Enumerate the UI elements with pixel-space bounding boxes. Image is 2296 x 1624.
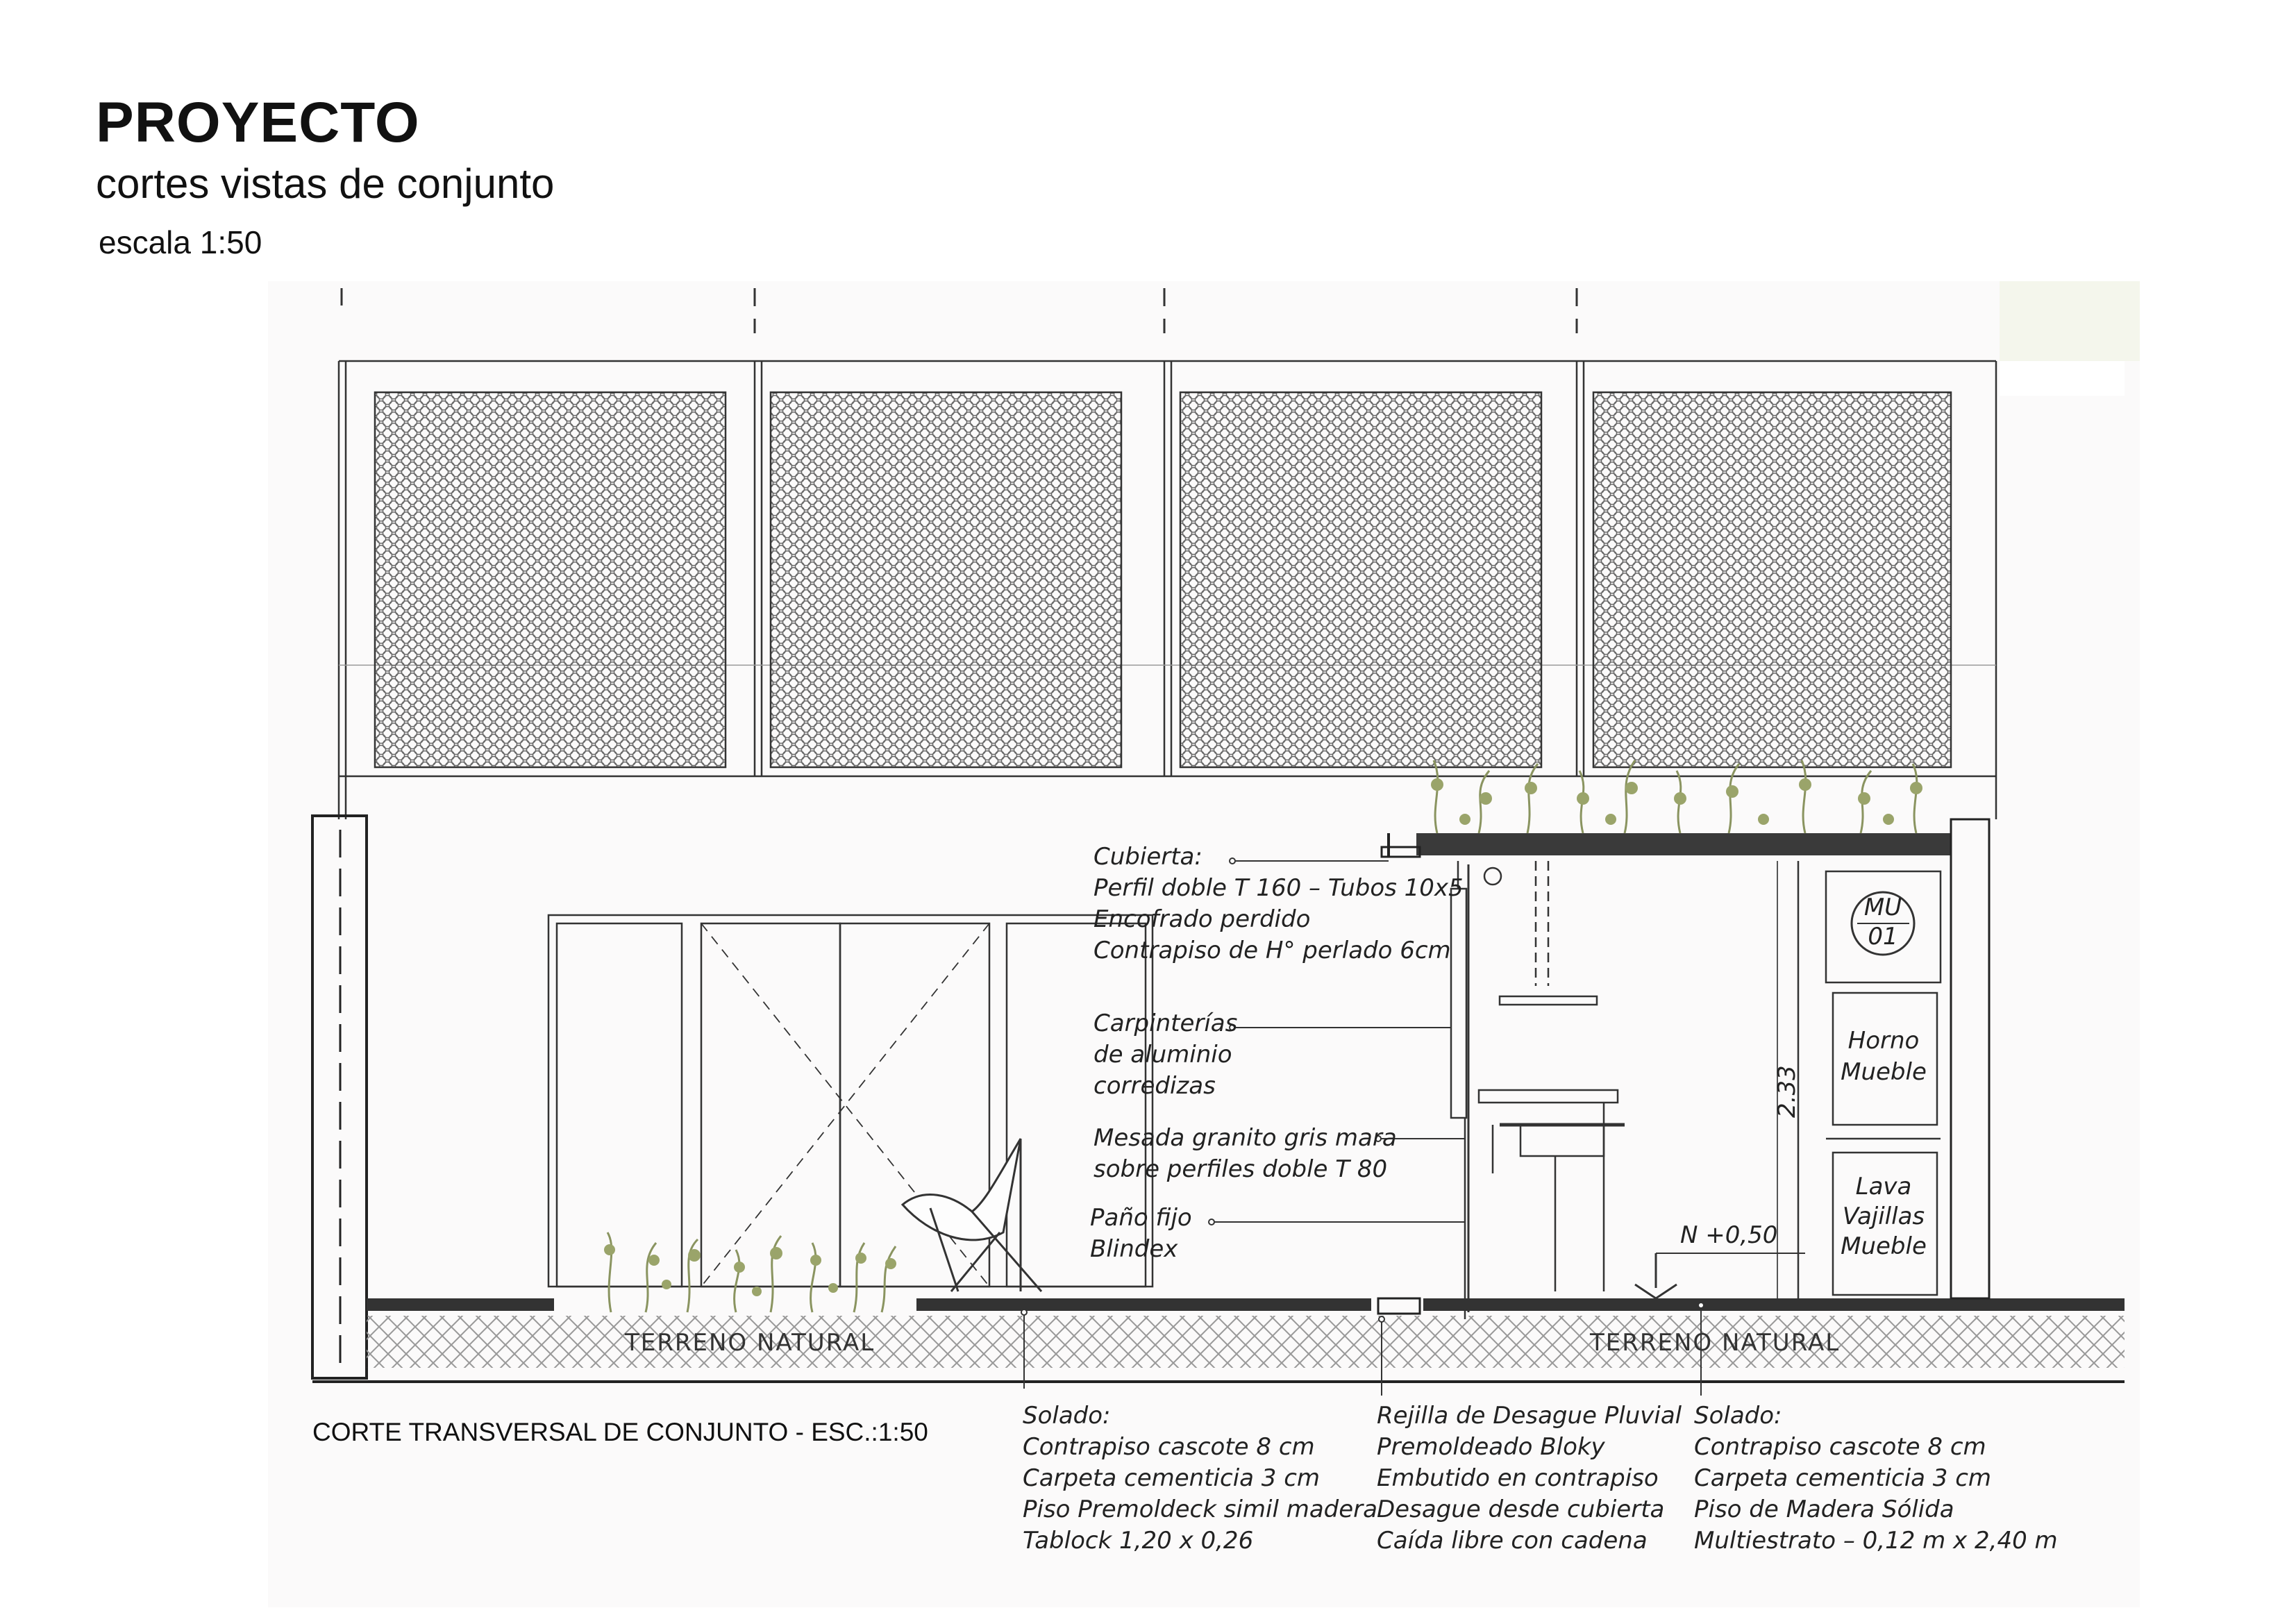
svg-text:Contrapiso de H° perlado 6cm: Contrapiso de H° perlado 6cm (1093, 937, 1451, 964)
svg-text:Desague desde cubierta: Desague desde cubierta (1377, 1496, 1664, 1523)
svg-text:Contrapiso cascote 8 cm: Contrapiso cascote 8 cm (1023, 1433, 1315, 1461)
note-solado-left: Solado: Contrapiso cascote 8 cm Carpeta … (1023, 1402, 1377, 1555)
plants-left (606, 1232, 897, 1313)
note-rejilla: Rejilla de Desague Pluvial Premoldeado B… (1377, 1402, 1682, 1555)
svg-text:Solado:: Solado: (1694, 1402, 1782, 1430)
svg-text:Piso de Madera Sólida: Piso de Madera Sólida (1694, 1496, 1954, 1523)
svg-text:Caída libre con cadena: Caída libre con cadena (1377, 1527, 1648, 1555)
tag-mu: MU (1864, 894, 1902, 921)
tag-01: 01 (1868, 923, 1897, 951)
note-carpinterias: Carpinterías de aluminio corredizas (1093, 1010, 1237, 1100)
sliding-doors (547, 914, 1154, 1288)
dishwasher-label-1: Lava (1856, 1173, 1912, 1200)
soil-layer (367, 1316, 2125, 1368)
grid-axis-lines (340, 288, 1578, 333)
svg-text:Contrapiso cascote 8 cm: Contrapiso cascote 8 cm (1694, 1433, 1986, 1461)
oven-label-2: Mueble (1841, 1058, 1927, 1086)
page-title: PROYECTO (96, 91, 420, 154)
note-solado-right: Solado: Contrapiso cascote 8 cm Carpeta … (1694, 1402, 2058, 1555)
dishwasher-label-3: Mueble (1841, 1232, 1927, 1260)
svg-text:Carpeta cementicia 3 cm: Carpeta cementicia 3 cm (1694, 1464, 1991, 1492)
note-pano: Paño fijo Blindex (1090, 1204, 1192, 1263)
page-subtitle: cortes vistas de conjunto (96, 160, 555, 207)
butterfly-chair (900, 1138, 1043, 1292)
ground-label-left: TERRENO NATURAL (624, 1329, 875, 1357)
svg-text:Carpinterías: Carpinterías (1093, 1010, 1237, 1037)
perforated-panels (374, 391, 1952, 769)
dishwasher-label-2: Vajillas (1843, 1203, 1925, 1230)
sheet-corner-mark (2000, 281, 2140, 361)
mesh-panel-1 (374, 391, 727, 769)
plant-leaves-left (604, 1244, 896, 1296)
glazing-column (1450, 861, 1598, 1319)
height-dim-text: 2.33 (1773, 1065, 1801, 1118)
svg-text:de aluminio: de aluminio (1093, 1041, 1232, 1069)
note-cubierta: Cubierta: Perfil doble T 160 – Tubos 10x… (1093, 843, 1464, 964)
floor-slabs (367, 1297, 2125, 1315)
level-mark (1634, 1253, 1805, 1300)
svg-text:Blindex: Blindex (1090, 1235, 1178, 1263)
svg-text:corredizas: corredizas (1093, 1072, 1216, 1100)
svg-text:Piso Premoldeck simil madera: Piso Premoldeck simil madera (1023, 1496, 1377, 1523)
kitchen-counter (1477, 1089, 1625, 1291)
drawing-caption: CORTE TRANSVERSAL DE CONJUNTO - ESC.:1:5… (312, 1418, 928, 1446)
ground-label-right: TERRENO NATURAL (1589, 1329, 1840, 1357)
svg-text:Rejilla de Desague Pluvial: Rejilla de Desague Pluvial (1377, 1402, 1682, 1430)
svg-text:Embutido en contrapiso: Embutido en contrapiso (1377, 1464, 1659, 1492)
leader-lines (1021, 857, 1704, 1396)
svg-text:Carpeta cementicia 3 cm: Carpeta cementicia 3 cm (1023, 1464, 1320, 1492)
svg-text:Perfil doble T 160 – Tubos 10x: Perfil doble T 160 – Tubos 10x5 (1093, 874, 1464, 902)
mesh-panel-3 (1179, 391, 1543, 769)
roof-slab (1380, 818, 1991, 1300)
level-mark-text: N +0,50 (1680, 1221, 1777, 1249)
mu-tag-icon (1850, 891, 1916, 956)
oven-label-1: Horno (1848, 1027, 1920, 1055)
page-scale: escala 1:50 (99, 224, 262, 260)
note-mesada: Mesada granito gris mara sobre perfiles … (1093, 1124, 1397, 1183)
mesh-panel-2 (769, 391, 1123, 769)
svg-text:Mesada granito gris mara: Mesada granito gris mara (1093, 1124, 1397, 1152)
svg-text:Cubierta:: Cubierta: (1093, 843, 1203, 871)
appliance-column (1797, 861, 1942, 1298)
plant-leaves-roof (1431, 778, 1922, 825)
svg-text:Premoldeado Bloky: Premoldeado Bloky (1377, 1433, 1606, 1461)
svg-text:sobre perfiles doble T 80: sobre perfiles doble T 80 (1093, 1155, 1387, 1183)
svg-text:Multiestrato – 0,12 m x 2,40 m: Multiestrato – 0,12 m x 2,40 m (1694, 1527, 2058, 1555)
left-wall (311, 814, 368, 1380)
svg-text:Encofrado perdido: Encofrado perdido (1093, 905, 1310, 933)
svg-text:Solado:: Solado: (1023, 1402, 1111, 1430)
svg-text:Paño fijo: Paño fijo (1090, 1204, 1192, 1232)
svg-text:Tablock 1,20 x 0,26: Tablock 1,20 x 0,26 (1023, 1527, 1253, 1555)
mesh-panel-4 (1592, 391, 1952, 769)
